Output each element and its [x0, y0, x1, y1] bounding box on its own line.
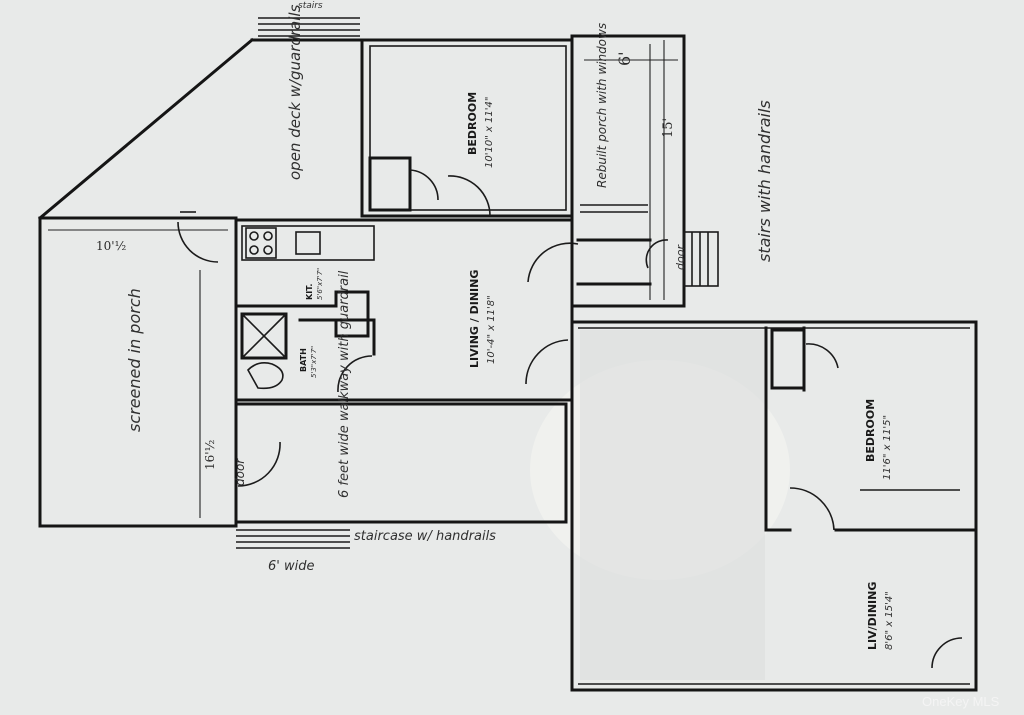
kitchen-name: KIT.	[305, 284, 314, 300]
porch-width-dimension: 10'½	[96, 239, 126, 253]
walkway-label: 6 feet wide walkway with guardrail	[337, 270, 352, 498]
bedroom-1-inner	[369, 45, 567, 211]
shower	[240, 312, 288, 360]
screened-door-swing	[177, 221, 219, 263]
bedroom-2-size: 11'6" x 11'5"	[882, 415, 893, 480]
living-dining-2-size: 8'6" x 15'4"	[884, 591, 895, 650]
living-dining-1-name: LIVING / DINING	[468, 270, 481, 368]
bedroom-door-swing	[447, 175, 491, 217]
kitchen-partition	[234, 290, 370, 338]
porch-door-swing	[527, 242, 579, 283]
exterior-door-swing	[645, 239, 669, 269]
erased-area	[580, 330, 765, 680]
door-label-right: door	[674, 244, 687, 270]
entry-door-swing	[931, 637, 963, 669]
walkway-walls	[234, 402, 568, 524]
rebuilt-porch-label: Rebuilt porch with windows	[595, 23, 609, 188]
bath-size: 5'3"x7'7"	[310, 346, 318, 378]
door-label-left: door	[233, 458, 247, 486]
staircase-label: staircase w/ handrails	[354, 529, 496, 544]
closet-door-swing	[409, 169, 439, 201]
kitchen-size: 5'6"x7'7"	[316, 268, 324, 300]
living-door-swing	[525, 339, 569, 385]
lower-unit-walls	[570, 320, 978, 692]
watermark: OneKey MLS	[922, 694, 1000, 709]
kitchen-sink	[295, 231, 321, 255]
screened-porch	[38, 211, 568, 549]
bedroom-1-closet	[368, 156, 412, 212]
porch-depth-dimension: 6'	[615, 51, 634, 66]
open-deck-label: open deck w/guardrails	[286, 4, 304, 180]
bedroom-2-name: BEDROOM	[864, 399, 877, 462]
bedroom-1-size: 10'10" x 11'4"	[484, 96, 495, 168]
rebuilt-porch-walls	[570, 34, 686, 308]
right-stairs	[683, 231, 719, 287]
bath-door-swing	[337, 355, 373, 393]
deck-diagonal-edge	[37, 37, 255, 221]
staircase-width-label: 6' wide	[268, 559, 314, 574]
stairs-with-handrails-label: stairs with handrails	[755, 100, 774, 262]
living-dining-1-size: 10'-4" x 11'8"	[486, 295, 497, 364]
lower-unit	[570, 320, 978, 692]
porch-length-dimension: 15'	[661, 118, 676, 138]
screened-porch-walls	[38, 216, 238, 528]
closet-2-door-swing	[805, 343, 839, 369]
screened-porch-label: screened in porch	[125, 288, 144, 432]
bottom-stairs	[236, 529, 350, 549]
porch-length-dimension-16: 16'½	[203, 440, 217, 470]
bedroom-1-name: BEDROOM	[466, 92, 479, 155]
upper-unit	[37, 17, 719, 402]
stove	[245, 227, 277, 259]
bath-name: BATH	[299, 348, 308, 372]
bedroom-2-door-swing	[789, 487, 835, 531]
bedroom-2-closet	[770, 328, 806, 390]
kitchen-counter	[241, 225, 375, 261]
top-partial-label: stairs	[298, 1, 323, 11]
living-dining-2-name: LIV/DINING	[866, 582, 879, 650]
walkway-door-swing	[237, 441, 281, 487]
top-stairs	[258, 17, 360, 37]
toilet	[247, 362, 284, 390]
